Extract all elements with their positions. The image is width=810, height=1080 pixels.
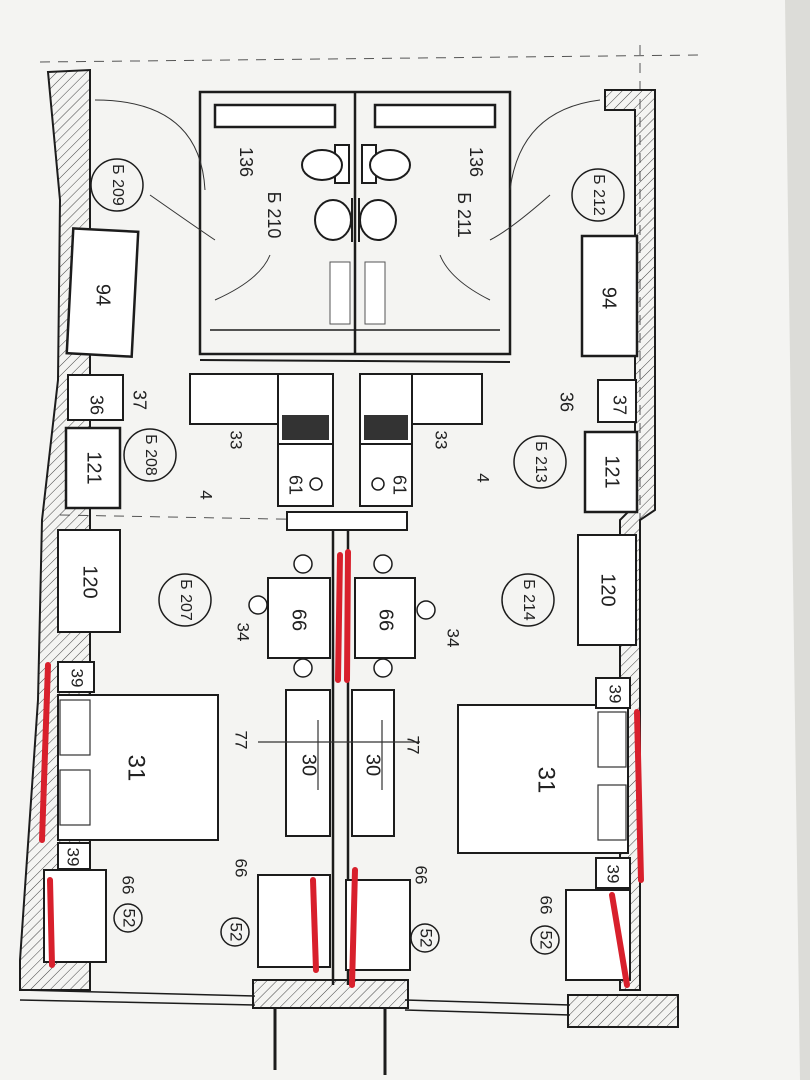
label-night-left-bot: 39 xyxy=(64,848,83,867)
room-id-b211: Б 211 xyxy=(454,192,474,238)
label-desk-left: 30 xyxy=(298,754,320,776)
sink-grates xyxy=(282,415,408,440)
label-chairs-left: 34 xyxy=(234,623,253,642)
label-chest-right: 121 xyxy=(601,455,623,488)
room-id-b210: Б 210 xyxy=(264,192,284,239)
label-low-left-52: 52 xyxy=(120,909,139,928)
sink-taps xyxy=(309,477,385,491)
small-cabinets xyxy=(67,374,637,423)
label-stove-left: 33 xyxy=(227,431,246,450)
label-wardrobe-left: 94 xyxy=(92,284,114,306)
label-bath-right: 136 xyxy=(466,147,486,177)
kitchen-units xyxy=(189,373,483,507)
label-low-mid-l-66: 66 xyxy=(232,859,251,878)
label-low-mid-l-52: 52 xyxy=(227,923,246,942)
units-120 xyxy=(57,529,637,646)
room-id-b208: Б 208 xyxy=(142,434,159,476)
room-id-b207: Б 207 xyxy=(177,579,194,621)
desks xyxy=(285,689,395,837)
label-stove-right: 33 xyxy=(432,431,451,450)
label-unit-right: 120 xyxy=(597,573,619,606)
room-id-b213: Б 213 xyxy=(532,441,549,483)
bathroom-block xyxy=(198,90,512,363)
chests xyxy=(64,426,639,514)
red-marker-annotations xyxy=(39,549,644,988)
label-hood-left: 4 xyxy=(197,490,216,499)
label-sink-right: 61 xyxy=(389,475,409,495)
label-low-left-66: 66 xyxy=(119,876,138,895)
label-cab-left-36: 36 xyxy=(86,395,106,415)
wardrobes xyxy=(65,227,639,358)
label-low-mid-r-52: 52 xyxy=(417,929,436,948)
label-desk-right: 30 xyxy=(362,754,384,776)
label-cab-right-37: 37 xyxy=(609,395,629,415)
door-swings xyxy=(94,99,601,301)
label-low-right-52: 52 xyxy=(537,931,556,950)
label-bath-left: 136 xyxy=(236,147,256,177)
label-bed-left: 31 xyxy=(123,755,150,782)
dining-chairs xyxy=(248,554,436,678)
label-unit-left: 120 xyxy=(79,565,101,598)
label-mirror-left: 77 xyxy=(232,731,251,750)
paper-shadow-edge xyxy=(785,0,810,1080)
room-id-b212: Б 212 xyxy=(590,174,607,216)
washbasins xyxy=(314,198,397,242)
label-wardrobe-right: 94 xyxy=(598,287,620,309)
label-low-mid-r-66: 66 xyxy=(412,866,431,885)
label-low-right-66: 66 xyxy=(537,896,556,915)
shower-grates xyxy=(329,261,386,325)
low-cabinet-markers xyxy=(113,903,560,955)
label-cab-left-37: 37 xyxy=(129,390,149,410)
pillows xyxy=(59,699,627,841)
nightstands xyxy=(57,661,631,889)
beds xyxy=(57,694,629,854)
label-hood-right: 4 xyxy=(474,473,493,482)
label-table-right: 66 xyxy=(375,609,397,631)
label-night-right-top: 39 xyxy=(606,685,625,704)
room-id-b214: Б 214 xyxy=(520,579,537,621)
label-night-left-top: 39 xyxy=(68,669,87,688)
room-markers xyxy=(90,158,625,627)
facade-line xyxy=(19,989,571,1075)
mirror-lines xyxy=(258,720,420,790)
toilets xyxy=(301,144,411,184)
label-table-left: 66 xyxy=(288,609,310,631)
label-chairs-right: 34 xyxy=(444,629,463,648)
label-cab-right-36: 36 xyxy=(556,392,576,412)
room-id-b209: Б 209 xyxy=(109,164,126,206)
label-chest-left: 121 xyxy=(83,451,105,484)
dining-tables xyxy=(267,577,416,659)
label-mirror-right: 77 xyxy=(404,736,423,755)
label-bed-right: 31 xyxy=(533,767,560,794)
label-sink-left: 61 xyxy=(285,475,305,495)
label-night-right-bot: 39 xyxy=(604,865,623,884)
